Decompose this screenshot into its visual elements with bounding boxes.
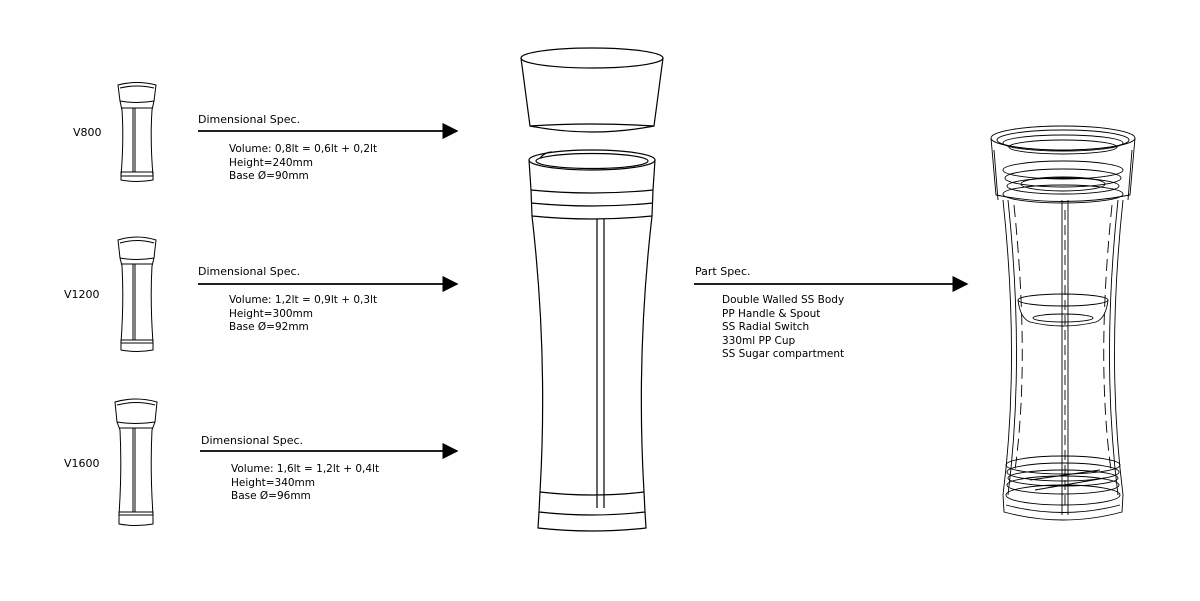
spec-height: Height=340mm [231,476,316,489]
spec-base: Base Ø=96mm [231,490,311,502]
small-thermos-v1600 [114,398,158,526]
part-item: SS Radial Switch [722,321,810,333]
dimensional-spec-lines-v800: Volume: 0,8lt = 0,6lt + 0,2lt Height=240… [229,143,377,184]
part-item: 330ml PP Cup [722,334,796,347]
dimensional-spec-heading-v1200: Dimensional Spec. [198,265,301,278]
exploded-wireframe-thermos [990,125,1136,521]
small-thermos-v1200 [117,236,157,352]
dimensional-spec-lines-v1600: Volume: 1,6lt = 1,2lt + 0,4lt Height=340… [231,463,379,504]
variant-name-v1600: V1600 [64,457,100,470]
spec-height: Height=300mm [229,307,314,320]
spec-volume: Volume: 0,8lt = 0,6lt + 0,2lt [229,143,378,155]
part-item: Double Walled SS Body [722,294,845,306]
spec-height: Height=240mm [229,156,314,169]
part-item: PP Handle & Spout [722,307,821,320]
dimensional-spec-heading-v1600: Dimensional Spec. [201,434,304,447]
main-thermos-lid [520,47,664,133]
spec-volume: Volume: 1,6lt = 1,2lt + 0,4lt [231,463,380,475]
spec-base: Base Ø=92mm [229,321,309,333]
spec-volume: Volume: 1,2lt = 0,9lt + 0,3lt [229,294,378,306]
variant-name-v1200: V1200 [64,288,100,301]
part-spec-heading: Part Spec. [695,265,751,278]
dimensional-spec-heading-v800: Dimensional Spec. [198,113,301,126]
main-thermos-body [528,149,656,532]
dimensional-spec-lines-v1200: Volume: 1,2lt = 0,9lt + 0,3lt Height=300… [229,294,377,335]
variant-name-v800: V800 [73,126,102,139]
spec-base: Base Ø=90mm [229,170,309,182]
small-thermos-v800 [117,82,157,182]
part-item: SS Sugar compartment [722,348,845,360]
part-spec-list: Double Walled SS Body PP Handle & Spout … [722,294,844,362]
